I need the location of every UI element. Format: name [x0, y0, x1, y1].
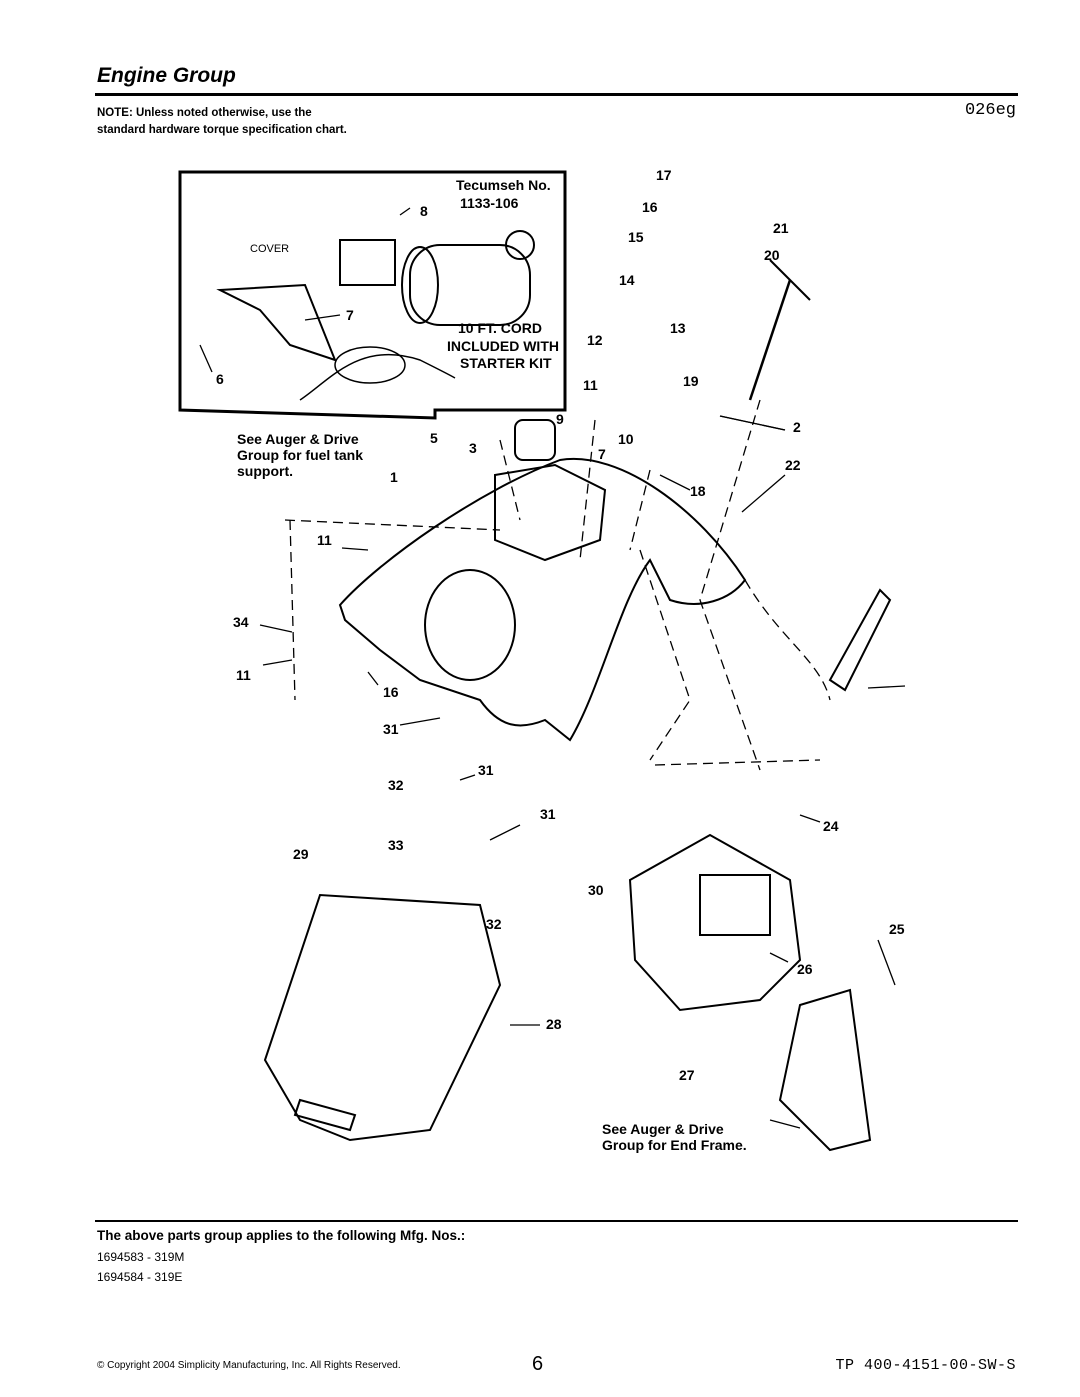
callout-11a: 11 — [583, 377, 598, 393]
page-title: Engine Group — [97, 64, 236, 87]
callout-32b: 32 — [486, 916, 502, 932]
starter-switch-shape — [339, 239, 396, 286]
diagram-code: 026eg — [964, 101, 1016, 120]
callout-20: 20 — [764, 247, 780, 263]
engine-group-diagram: Tecumseh No. 1133-106 COVER 10 FT. CORD … — [178, 167, 906, 1153]
engine-shroud-shape — [338, 457, 747, 742]
callout-22: 22 — [785, 457, 801, 473]
callout-11c: 11 — [236, 667, 251, 683]
shroud-opening — [424, 569, 516, 681]
title-rule — [95, 93, 1018, 96]
torque-note: NOTE: Unless noted otherwise, use the st… — [97, 107, 347, 136]
starter-motor-shape — [409, 244, 531, 326]
callout-11b: 11 — [317, 532, 332, 548]
callout-31b: 31 — [478, 762, 494, 778]
callout-14: 14 — [619, 272, 635, 288]
callout-34: 34 — [233, 614, 249, 630]
callout-25: 25 — [889, 921, 905, 937]
callout-12: 12 — [587, 332, 603, 348]
copyright-text: © Copyright 2004 Simplicity Manufacturin… — [97, 1360, 401, 1371]
callout-7b: 7 — [598, 446, 606, 462]
starter-kit-inset — [178, 170, 567, 420]
inset-tecumseh-label: Tecumseh No. — [456, 177, 551, 193]
callout-17: 17 — [656, 167, 672, 183]
fuel-note-line3: support. — [237, 463, 293, 479]
mfg-number: 1694583 - 319M — [97, 1250, 185, 1264]
callout-30: 30 — [588, 882, 604, 898]
callout-9: 9 — [556, 411, 564, 427]
callout-31a: 31 — [383, 721, 399, 737]
callout-13: 13 — [670, 320, 686, 336]
callout-33: 33 — [388, 837, 404, 853]
end-frame-note-line2: Group for End Frame. — [602, 1137, 747, 1153]
callout-2: 2 — [793, 419, 801, 435]
callout-7a: 7 — [346, 307, 354, 323]
callout-31c: 31 — [540, 806, 556, 822]
mfg-number: 1694584 - 319E — [97, 1270, 183, 1284]
callout-19: 19 — [683, 373, 699, 389]
inset-cord-line1: 10 FT. CORD — [458, 320, 542, 336]
callout-16: 16 — [642, 199, 658, 215]
inset-cover-label: COVER — [250, 243, 289, 255]
fuel-note-line2: Group for fuel tank — [237, 447, 363, 463]
fuel-note-line1: See Auger & Drive — [237, 431, 359, 447]
mfg-number-list: 1694583 - 319M 1694584 - 319E — [97, 1247, 184, 1287]
callout-24: 24 — [823, 818, 839, 834]
callout-29: 29 — [293, 846, 309, 862]
callout-8: 8 — [420, 203, 428, 219]
callout-5: 5 — [430, 430, 438, 446]
callout-6: 6 — [216, 371, 224, 387]
callout-1: 1 — [390, 469, 398, 485]
inset-cord-line2: INCLUDED WITH — [447, 338, 559, 354]
callout-18: 18 — [690, 483, 706, 499]
callout-26: 26 — [797, 961, 813, 977]
page-number: 6 — [532, 1353, 544, 1375]
callout-15: 15 — [628, 229, 644, 245]
inset-tecumseh-number: 1133-106 — [460, 195, 519, 211]
chute-deflector-shape — [263, 893, 502, 1142]
callout-21: 21 — [773, 220, 789, 236]
callout-28: 28 — [546, 1016, 562, 1032]
inset-cord-line3: STARTER KIT — [460, 355, 552, 371]
callout-3: 3 — [469, 440, 477, 456]
callout-27: 27 — [679, 1067, 695, 1083]
callout-10: 10 — [618, 431, 634, 447]
applies-rule — [95, 1220, 1018, 1222]
callout-32a: 32 — [388, 777, 404, 793]
callout-16b: 16 — [383, 684, 399, 700]
applies-heading: The above parts group applies to the fol… — [97, 1228, 466, 1243]
document-number: TP 400-4151-00-SW-S — [835, 1357, 1016, 1374]
end-frame-note-line1: See Auger & Drive — [602, 1121, 724, 1137]
engine-block-shape — [628, 833, 802, 1012]
